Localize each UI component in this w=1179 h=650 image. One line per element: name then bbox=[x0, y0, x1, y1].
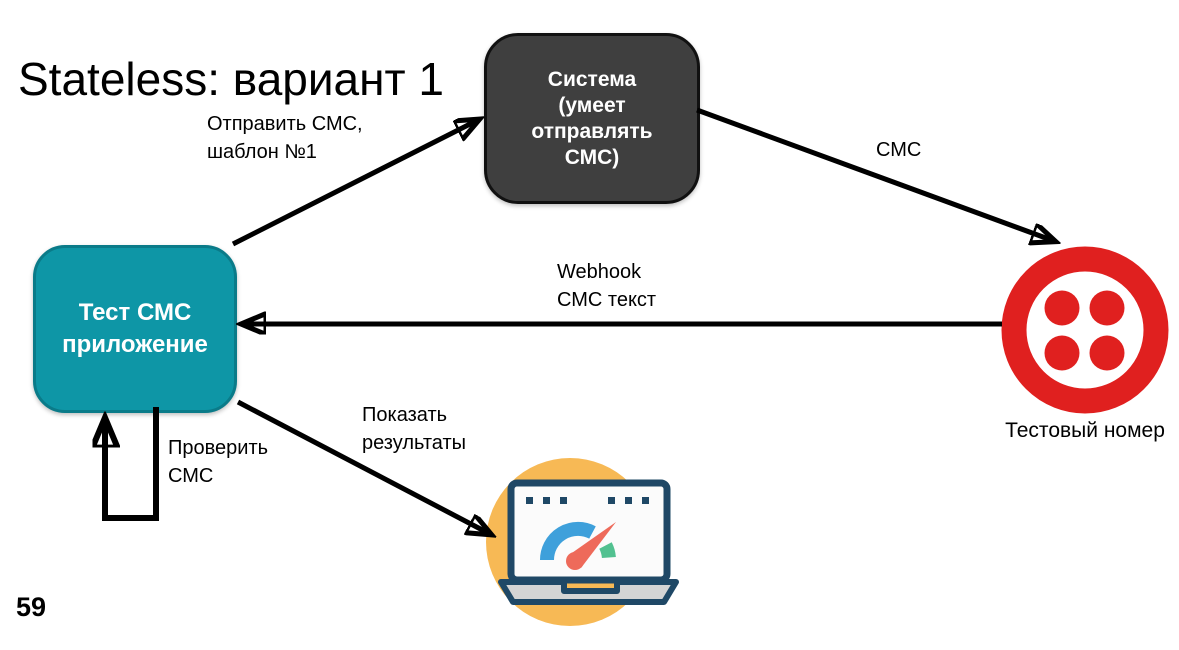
arrow-check-sms bbox=[105, 407, 159, 521]
page-number: 59 bbox=[16, 592, 47, 622]
arrow-sms bbox=[696, 107, 1054, 241]
edge-label-sms: СМС bbox=[876, 139, 922, 161]
edge-label-show-results: Показать результаты bbox=[362, 404, 466, 454]
laptop-dashboard-svg bbox=[486, 458, 679, 626]
node-system: Система (умеет отправлять СМС) bbox=[484, 33, 700, 204]
page-title: Stateless: вариант 1 bbox=[18, 53, 444, 105]
edge-label-webhook: Webhook СМС текст bbox=[557, 261, 657, 311]
node-system-label: Система (умеет отправлять СМС) bbox=[531, 67, 653, 169]
twilio-logo-icon bbox=[1001, 246, 1169, 414]
node-test-app: Тест СМС приложение bbox=[33, 245, 237, 413]
edge-label-check-sms: Проверить СМС bbox=[168, 437, 269, 487]
twilio-logo-svg bbox=[1001, 246, 1169, 414]
laptop-dashboard-icon bbox=[480, 450, 680, 630]
twilio-caption: Тестовый номер bbox=[1005, 419, 1165, 442]
edge-label-send-sms: Отправить СМС, шаблон №1 bbox=[207, 113, 363, 163]
node-test-app-label: Тест СМС приложение bbox=[62, 299, 208, 358]
